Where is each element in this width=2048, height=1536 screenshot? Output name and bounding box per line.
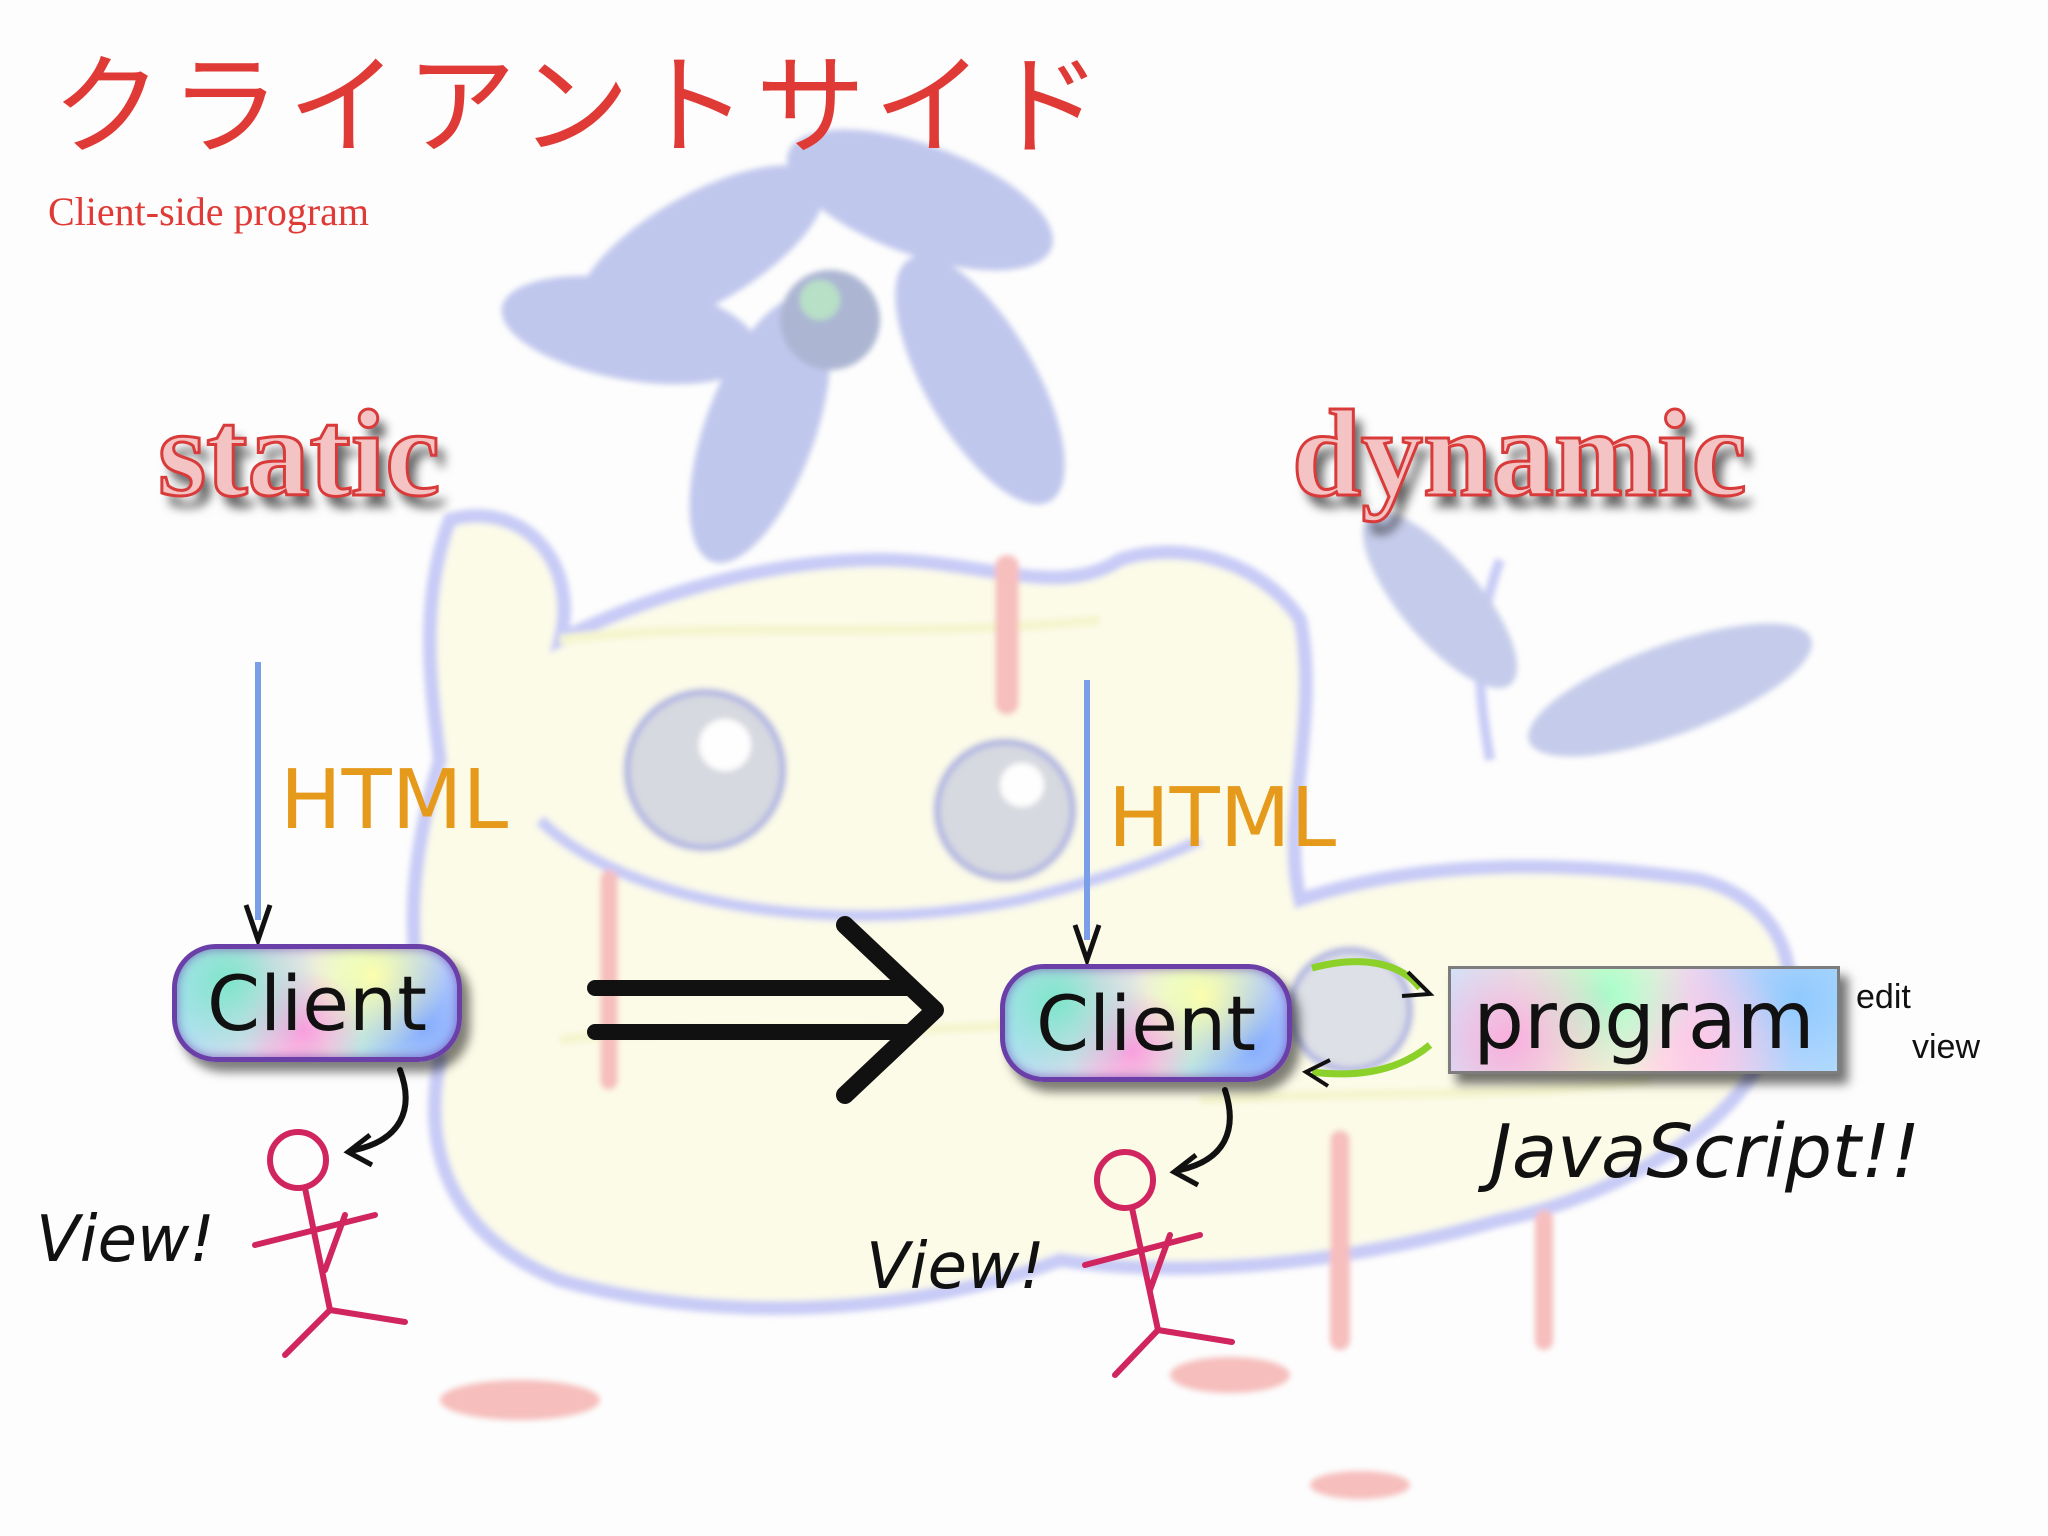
right-html-label: HTML xyxy=(1108,771,1337,866)
left-client-node: Client xyxy=(172,944,462,1062)
right-client-label: Client xyxy=(1035,978,1257,1068)
program-node: program xyxy=(1448,966,1840,1074)
program-action-view: view xyxy=(1912,1028,1981,1066)
program-action-edit: edit xyxy=(1856,978,1911,1016)
dynamic-heading: dynamic xyxy=(1291,385,1749,522)
program-label: program xyxy=(1473,973,1815,1067)
right-viewer-stick-figure-icon xyxy=(1082,1149,1235,1378)
right-html-down-arrow xyxy=(1072,680,1102,968)
right-client-node: Client xyxy=(1000,964,1292,1082)
javascript-label: JavaScript!! xyxy=(1490,1109,1921,1195)
right-viewer-label: View! xyxy=(866,1230,1045,1304)
static-heading: static xyxy=(156,385,441,522)
left-viewer-stick-figure-icon xyxy=(252,1129,408,1358)
left-html-down-arrow xyxy=(243,662,273,948)
left-html-label: HTML xyxy=(280,753,509,848)
page-subtitle-english: Client-side program xyxy=(48,189,370,234)
left-client-label: Client xyxy=(206,958,428,1048)
page-title-japanese: クライアントサイド xyxy=(52,43,1110,171)
right-client-to-viewer-arrow xyxy=(1177,1087,1233,1173)
double-right-arrow-icon xyxy=(587,916,944,1104)
left-client-to-viewer-arrow xyxy=(352,1067,409,1153)
left-viewer-label: View! xyxy=(36,1203,215,1277)
client-program-cycle-arrows xyxy=(1301,958,1435,1088)
